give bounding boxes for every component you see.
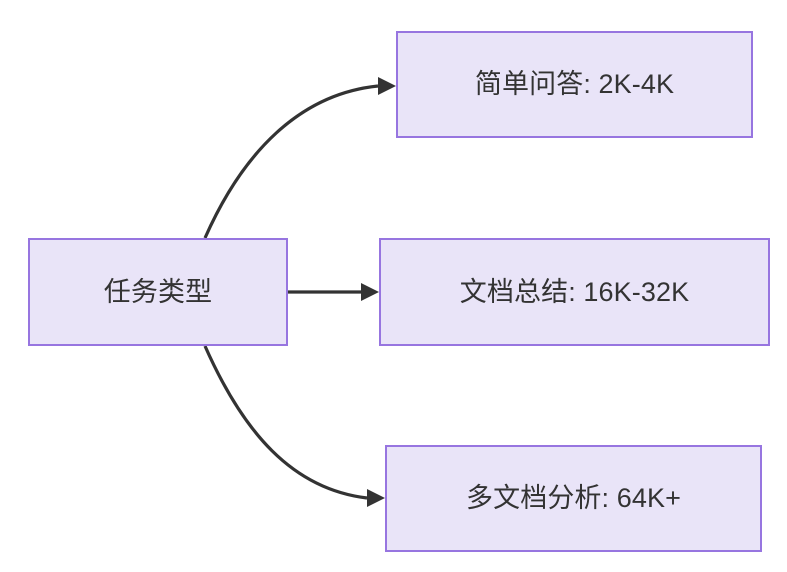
arrow-head-upper	[378, 77, 396, 95]
node-simple-qa-label: 简单问答: 2K-4K	[474, 69, 675, 100]
edge-task-type-to-multi-doc	[203, 345, 385, 507]
node-task-type-label: 任务类型	[103, 276, 213, 307]
node-simple-qa[interactable]: 简单问答: 2K-4K	[396, 31, 753, 138]
arrow-head-lower	[367, 489, 385, 507]
edge-path-lower	[203, 345, 368, 500]
node-doc-summary[interactable]: 文档总结: 16K-32K	[379, 238, 770, 346]
arrow-head-middle	[361, 283, 379, 301]
node-doc-summary-label: 文档总结: 16K-32K	[459, 276, 690, 307]
node-task-type[interactable]: 任务类型	[28, 238, 288, 346]
edge-task-type-to-simple-qa	[203, 77, 396, 239]
edge-task-type-to-doc-summary	[288, 283, 379, 301]
node-multi-doc[interactable]: 多文档分析: 64K+	[385, 445, 762, 552]
node-multi-doc-label: 多文档分析: 64K+	[466, 483, 681, 514]
edge-path-upper	[203, 84, 379, 239]
